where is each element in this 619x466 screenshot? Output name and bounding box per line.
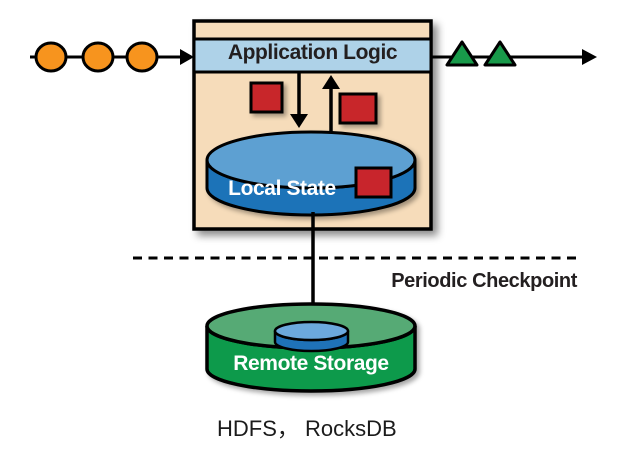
periodic-checkpoint-label: Periodic Checkpoint [391, 270, 577, 292]
input-event-icon [81, 41, 115, 73]
state-record-icon [249, 81, 284, 114]
output-result-icon [483, 40, 517, 67]
state-access-arrows [290, 73, 340, 132]
output-stream-arrowhead-icon [582, 49, 597, 65]
local-state-label: Local State [228, 177, 336, 200]
input-stream [30, 41, 194, 73]
output-result-icon [445, 40, 479, 67]
application-logic-label: Application Logic [227, 41, 398, 64]
remote-storage-label: Remote Storage [233, 352, 389, 375]
application-logic-bar [192, 37, 433, 74]
input-event-icon [34, 41, 68, 73]
write-state-arrowhead-icon [290, 114, 308, 128]
input-stream-arrowhead-icon [180, 49, 194, 65]
checkpoint-data-cylinder [273, 320, 350, 353]
state-record-icon [338, 92, 378, 125]
output-stream [432, 40, 597, 67]
storage-systems-label: HDFS， RocksDB [217, 416, 397, 441]
state-record-icon [354, 166, 393, 199]
read-state-arrowhead-icon [322, 75, 340, 89]
input-event-icon [125, 41, 159, 73]
checkpoint-data-cylinder-top [273, 320, 350, 342]
